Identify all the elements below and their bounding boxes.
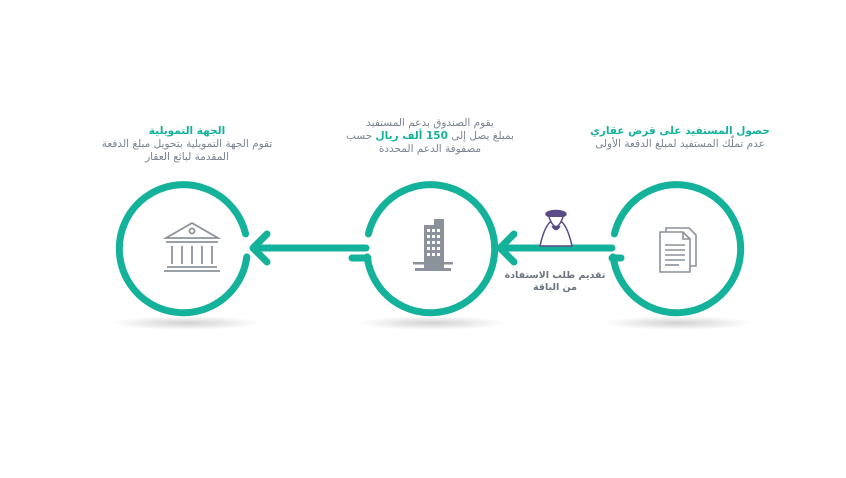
connector-label: تقديم طلب الاستفادة من الباقة [495, 270, 615, 294]
connector-label-line2: من الباقة [533, 282, 577, 293]
step-fund-line2-after: حسب [346, 130, 373, 142]
support-amount: 150 ألف ريال [375, 130, 448, 142]
circle-shadow [603, 316, 753, 330]
bank-building-icon [162, 221, 222, 272]
step-financier [115, 181, 251, 317]
step-fund-line2: بمبلغ يصل إلى 150 ألف ريال حسب [330, 130, 530, 143]
step-financier-text: الجهة التمويلية تقوم الجهة التمويلية بتح… [82, 125, 292, 164]
step-fund-line1: يقوم الصندوق بدعم المستفيد [366, 117, 494, 129]
step-fund-line2-before: بمبلغ يصل إلى [451, 130, 514, 142]
office-building-icon [413, 219, 453, 271]
documents-icon [659, 227, 697, 273]
step-financier-line1: تقوم الجهة التمويلية بتحويل مبلغ الدفعة [101, 138, 273, 150]
step-beneficiary-description: عدم تملّك المستفيد لمبلغ الدفعة الأولى [595, 138, 765, 150]
step-fund-line3: مصفوفة الدعم المحددة [378, 143, 482, 155]
connector-arrow-left [249, 230, 370, 266]
step-beneficiary-title: حصول المستفيد على قرض عقاري [590, 125, 770, 137]
connector-label-line1: تقديم طلب الاستفادة [504, 270, 606, 281]
step-fund [348, 181, 499, 317]
step-financier-line2: المقدمة لبائع العقار [145, 151, 229, 163]
step-financier-title: الجهة التمويلية [148, 125, 226, 137]
step-fund-text: يقوم الصندوق بدعم المستفيد بمبلغ يصل إلى… [330, 117, 530, 156]
step-beneficiary [608, 181, 745, 317]
connector-arrow-right [496, 230, 616, 266]
circle-shadow [111, 316, 261, 330]
step-beneficiary-text: حصول المستفيد على قرض عقاري عدم تملّك ال… [585, 125, 775, 151]
circle-shadow [357, 316, 507, 330]
saudi-man-icon [539, 209, 573, 247]
